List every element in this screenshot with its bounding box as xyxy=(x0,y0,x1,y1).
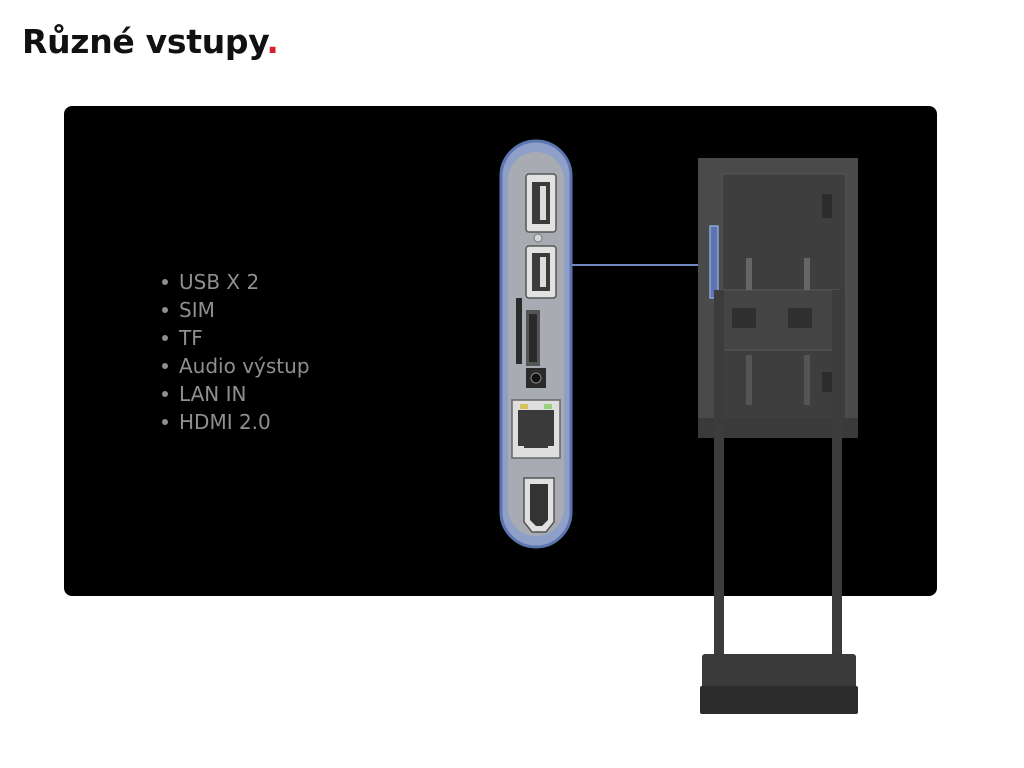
port-panel-illustration xyxy=(499,139,573,549)
hdmi-port-icon xyxy=(523,477,555,533)
input-item-audio: Audio výstup xyxy=(162,352,310,380)
input-item-sim: SIM xyxy=(162,296,310,324)
lan-port-icon xyxy=(511,399,561,459)
page-title-text: Různé vstupy xyxy=(22,22,267,61)
title-accent-dot: . xyxy=(266,22,279,61)
tf-slot-icon xyxy=(526,310,540,366)
input-item-hdmi: HDMI 2.0 xyxy=(162,408,310,436)
input-list: USB X 2 SIM TF Audio výstup LAN IN HDMI … xyxy=(162,268,310,436)
usb-port-icon xyxy=(525,245,557,299)
usb-port-icon xyxy=(525,173,557,233)
input-item-lan: LAN IN xyxy=(162,380,310,408)
audio-jack-icon xyxy=(526,368,546,388)
kiosk-stand-illustration xyxy=(572,158,858,714)
input-item-usb: USB X 2 xyxy=(162,268,310,296)
page-title: Různé vstupy. xyxy=(22,22,279,61)
sim-slot-icon xyxy=(516,298,522,364)
input-item-tf: TF xyxy=(162,324,310,352)
